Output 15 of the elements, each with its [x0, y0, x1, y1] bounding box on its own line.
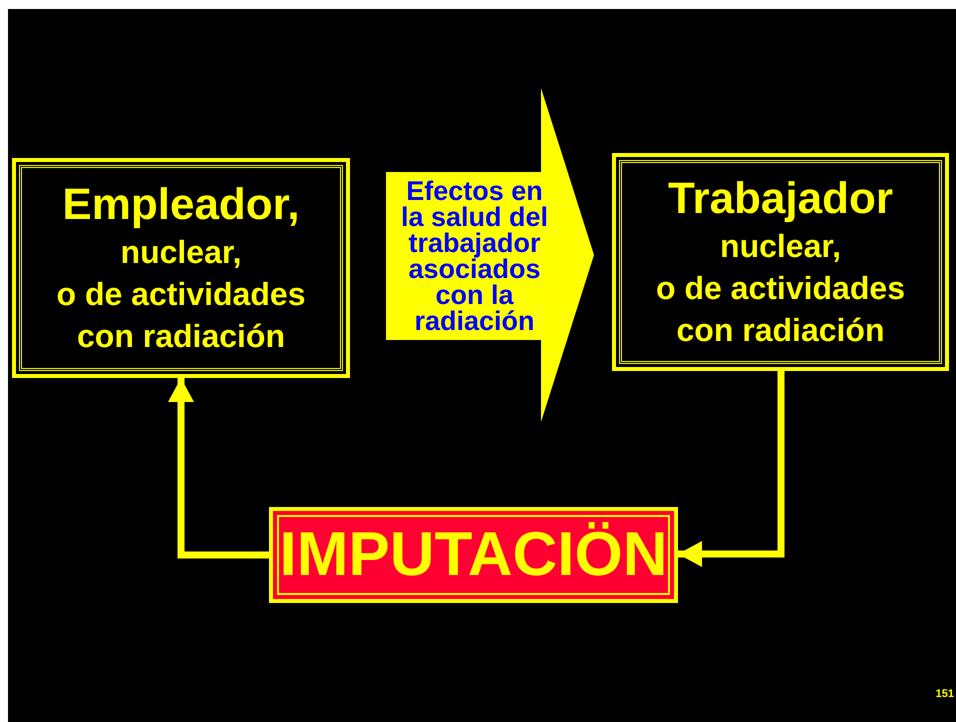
arrow: [168, 378, 269, 558]
box-text: nuclear,: [720, 227, 841, 266]
box-text: nuclear,: [120, 233, 242, 272]
arrow: [678, 371, 784, 567]
box-title: IMPUTACIÖN: [279, 524, 668, 586]
process-box: [269, 507, 678, 603]
edge-label: Efectos en la salud del trabajador asociados con la radiación: [400, 178, 550, 334]
box-title: Trabajador: [668, 173, 893, 225]
block-arrow: [386, 88, 594, 422]
process-box: [612, 153, 949, 371]
process-box: [12, 158, 350, 378]
box-text: o de actividades con radiación: [56, 275, 306, 356]
page-number: 151: [936, 687, 954, 702]
box-text: o de actividades con radiación: [655, 269, 906, 350]
box-title: Empleador,: [62, 179, 300, 231]
